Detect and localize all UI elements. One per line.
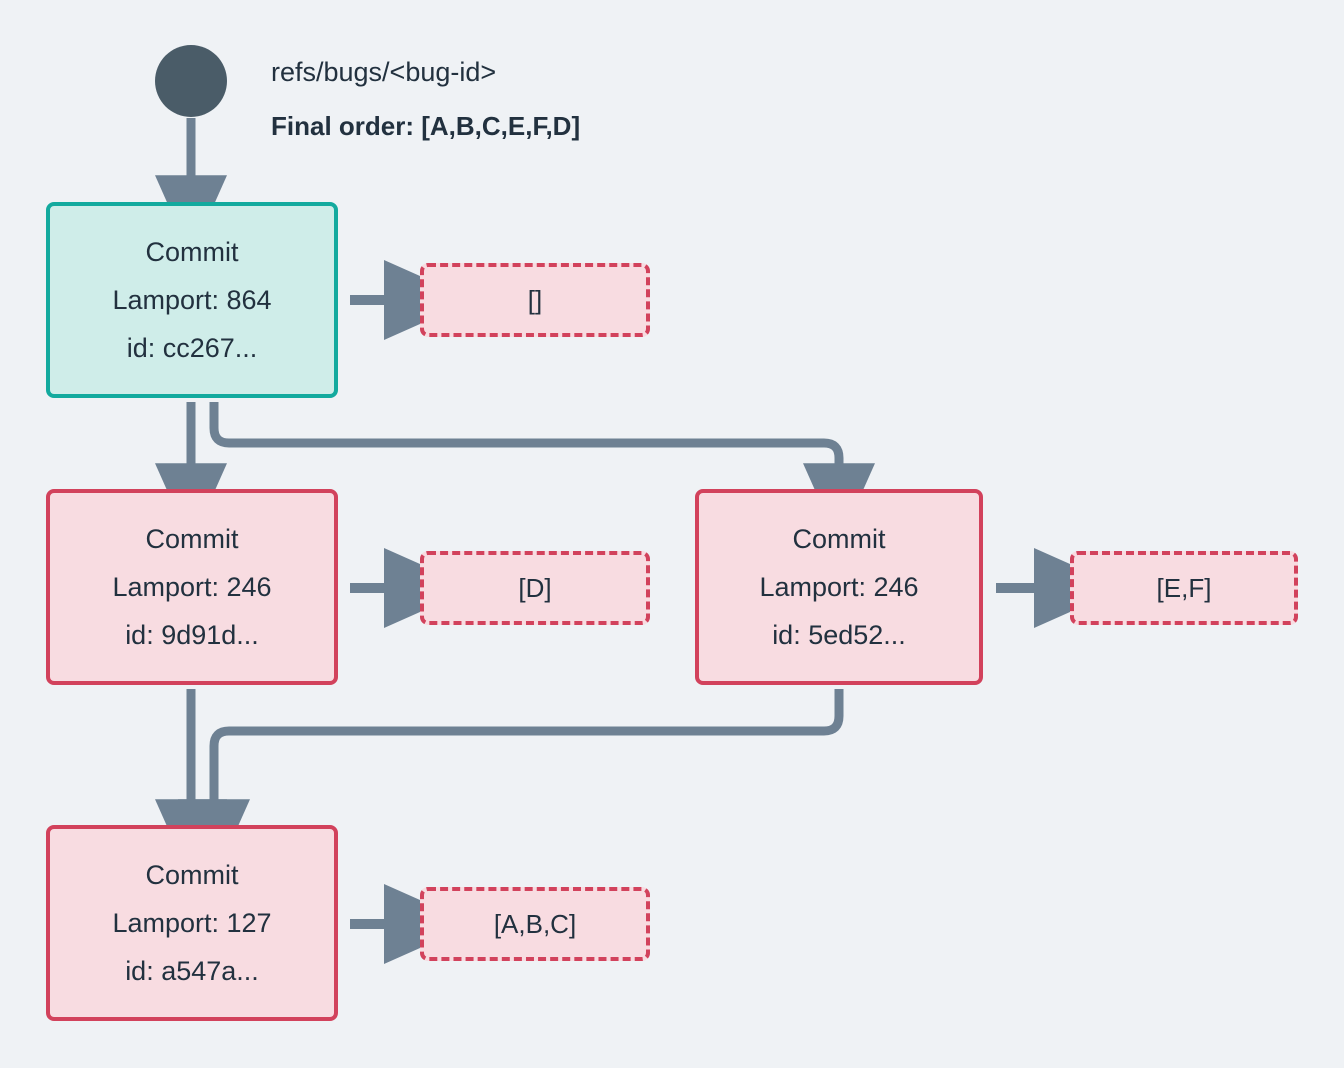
ops-box-9d91d[interactable]: [D] [420,551,650,625]
commit-title: Commit [145,524,239,554]
final-order-label: Final order: [A,B,C,E,F,D] [271,111,581,141]
commit-lamport: Lamport: 246 [112,572,272,602]
commit-node-5ed52[interactable]: Commit Lamport: 246 id: 5ed52... [695,489,983,685]
ops-list-label: [E,F] [1156,573,1212,603]
commit-id: id: 5ed52... [772,620,906,650]
commit-node-a547a[interactable]: Commit Lamport: 127 id: a547a... [46,825,338,1021]
ops-list-label: [D] [518,573,552,603]
ops-box-a547a[interactable]: [A,B,C] [420,887,650,961]
commit-title: Commit [792,524,886,554]
commit-id: id: 9d91d... [125,620,259,650]
commit-node-cc267[interactable]: Commit Lamport: 864 id: cc267... [46,202,338,398]
ops-list-label: [A,B,C] [493,909,577,939]
start-circle-icon [155,45,227,117]
commit-id: id: a547a... [125,956,259,986]
ref-path-label: refs/bugs/<bug-id> [271,57,497,87]
commit-title: Commit [145,860,239,890]
ops-box-5ed52[interactable]: [E,F] [1070,551,1298,625]
edge-commit-5ed52-to-commit-a547a [178,689,844,881]
commit-lamport: Lamport: 246 [759,572,919,602]
commit-lamport: Lamport: 864 [112,285,272,315]
header-labels: refs/bugs/<bug-id> Final order: [A,B,C,E… [271,52,891,147]
edge-commit-cc267-to-commit-5ed52 [209,402,875,545]
ops-list-label: [] [527,285,543,315]
commit-node-9d91d[interactable]: Commit Lamport: 246 id: 9d91d... [46,489,338,685]
commit-lamport: Lamport: 127 [112,908,272,938]
commit-title: Commit [145,237,239,267]
commit-id: id: cc267... [126,333,258,363]
ops-box-cc267[interactable]: [] [420,263,650,337]
